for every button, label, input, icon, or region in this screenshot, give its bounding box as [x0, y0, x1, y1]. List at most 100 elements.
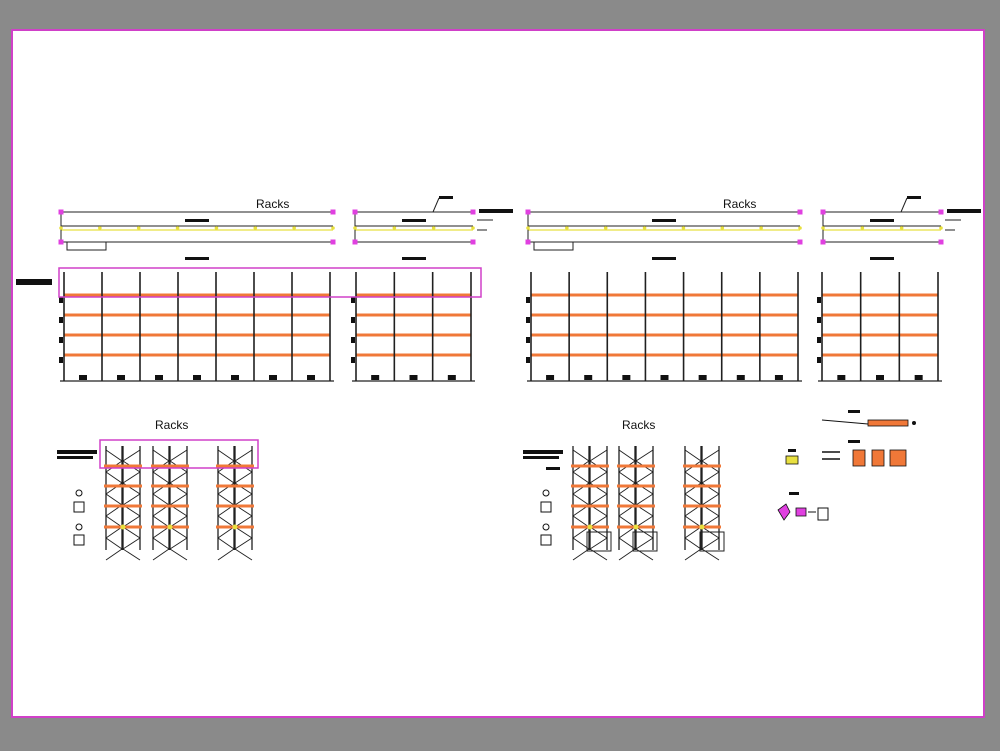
section-group-right: [571, 446, 725, 561]
rack-footplate: [447, 375, 456, 380]
section-brace: [635, 471, 654, 495]
plan-node: [136, 226, 141, 230]
rack-footplate: [736, 375, 745, 380]
plan-dim-tag: [652, 219, 676, 222]
section-brace: [217, 537, 235, 561]
section-beam: [104, 484, 142, 488]
section-brace: [105, 471, 123, 495]
plan-grip: [797, 209, 803, 215]
rack-footplate: [155, 375, 163, 380]
section-brace: [701, 537, 720, 561]
rack-footplate: [409, 375, 418, 380]
selection-box-elevation[interactable]: [58, 267, 482, 298]
plan-grip: [470, 209, 476, 215]
rack-sections: [104, 446, 725, 561]
section-beam: [104, 464, 142, 468]
plan-leader-tag: [907, 196, 921, 199]
plan-grip: [58, 239, 64, 245]
rack-footplate: [231, 375, 239, 380]
detail-symbols: [777, 410, 916, 521]
rack-beam: [64, 313, 330, 317]
rack-footplate: [193, 375, 201, 380]
rack-beam: [822, 293, 938, 297]
rack-side-tag: [526, 297, 530, 303]
plan-node: [353, 226, 357, 230]
section-beam: [151, 464, 189, 468]
rack-beam: [822, 353, 938, 357]
section-brace: [618, 449, 636, 473]
rack-side-tag: [351, 357, 355, 363]
plan-dim-tag: [185, 219, 209, 222]
rack-elevation: [59, 272, 334, 382]
plan-dim-tag: [402, 219, 426, 222]
plan-grip: [525, 239, 531, 245]
plan-node: [471, 226, 475, 230]
section-pallet: [632, 531, 658, 552]
plan-node: [214, 226, 219, 230]
plan-node: [59, 226, 63, 230]
rack-beam: [531, 313, 798, 317]
selection-box-section[interactable]: [99, 439, 259, 469]
plan-grip: [58, 209, 64, 215]
plan-node: [431, 226, 436, 230]
plan-node: [939, 226, 943, 230]
section-brace: [572, 449, 590, 473]
rack-footplate: [269, 375, 277, 380]
section-brace: [635, 537, 654, 561]
plan-grip: [938, 209, 944, 215]
rack-beam: [822, 333, 938, 337]
tag-section-right-a: [523, 450, 563, 454]
tag-elevation-left: [16, 279, 52, 285]
section-brace: [684, 471, 702, 495]
rack-beam: [531, 353, 798, 357]
tag-section-right-b: [523, 456, 559, 459]
plan-grip: [820, 209, 826, 215]
section-group-left: [104, 446, 254, 561]
plan-dim-tag: [652, 257, 676, 260]
rack-side-tag: [526, 317, 530, 323]
plan-node: [642, 226, 647, 230]
section-beam: [216, 464, 254, 468]
section-beam: [216, 504, 254, 508]
section-marker: [232, 524, 238, 530]
title-racks-plan-right: Racks: [723, 197, 756, 211]
rack-footplate: [117, 375, 125, 380]
section-beam: [216, 484, 254, 488]
section-brace: [589, 449, 608, 473]
section-beam: [571, 484, 609, 488]
section-beam: [683, 504, 721, 508]
rack-side-tag: [526, 357, 530, 363]
section-beam: [617, 484, 655, 488]
section-brace: [169, 537, 188, 561]
section-brace: [234, 537, 253, 561]
section-brace: [572, 471, 590, 495]
rack-beam: [356, 313, 471, 317]
plan-leader-tag: [439, 196, 453, 199]
plan-node: [175, 226, 180, 230]
plan-node: [98, 226, 102, 230]
section-brace: [169, 471, 188, 495]
plan-dim-tag: [870, 219, 894, 222]
plan-grip: [352, 209, 358, 215]
plan-node: [253, 226, 258, 230]
rack-footplate: [79, 375, 87, 380]
rack-footplate: [307, 375, 315, 380]
section-pallet: [586, 531, 612, 552]
section-brace: [152, 537, 170, 561]
title-racks-section-left: Racks: [155, 418, 188, 432]
rack-side-tag: [351, 337, 355, 343]
plan-node: [860, 226, 865, 230]
section-marker: [699, 524, 705, 530]
section-beam: [683, 464, 721, 468]
plan-dim-tag: [185, 257, 209, 260]
plan-node: [292, 226, 296, 230]
rack-plan-views: [58, 196, 981, 260]
rack-beam: [64, 293, 330, 297]
section-brace: [684, 449, 702, 473]
rack-footplate: [546, 375, 555, 380]
section-brace: [572, 537, 590, 561]
plan-node: [899, 226, 904, 230]
plan-node: [331, 226, 335, 230]
plan-grip: [525, 209, 531, 215]
